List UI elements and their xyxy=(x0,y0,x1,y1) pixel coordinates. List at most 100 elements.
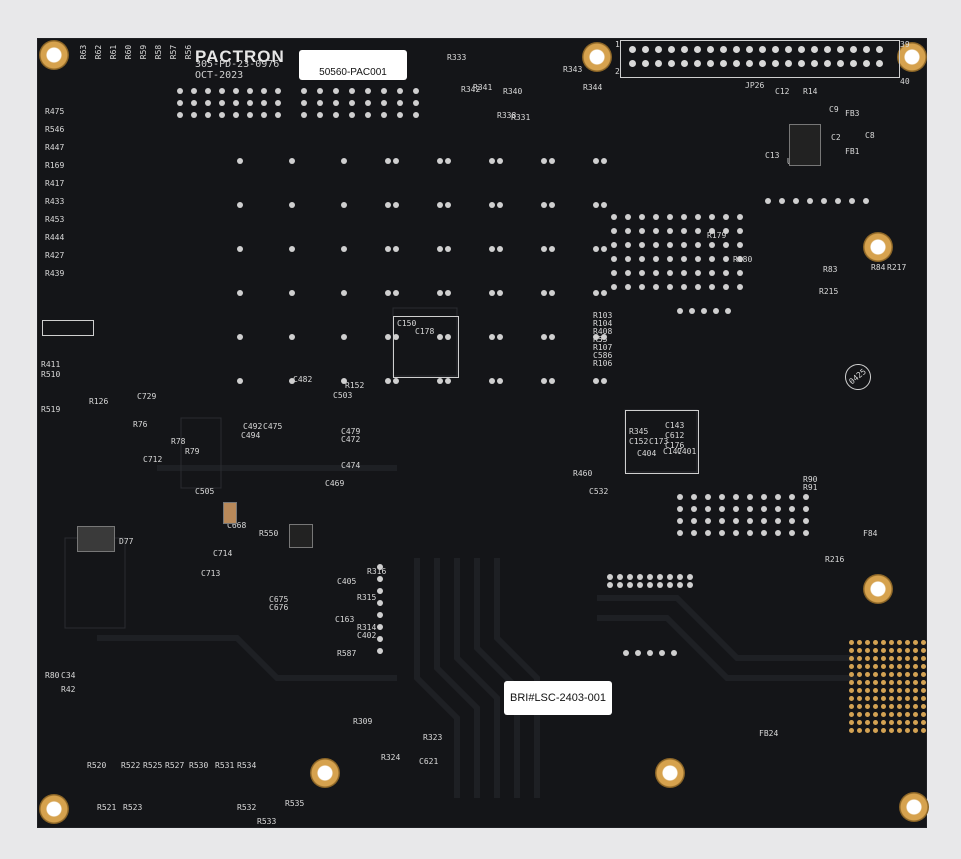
mounting-hole xyxy=(582,42,612,72)
silk-ref-label: R427 xyxy=(45,251,65,260)
silk-ref-label: R519 xyxy=(41,405,61,414)
via-pad xyxy=(219,112,225,118)
silk-ref-label: R324 xyxy=(381,753,401,762)
via-pad xyxy=(775,530,781,536)
via-pad xyxy=(659,650,665,656)
via-pad xyxy=(593,158,599,164)
via-pad xyxy=(289,246,295,252)
via-pad xyxy=(639,214,645,220)
via-pad xyxy=(381,88,387,94)
via-pad xyxy=(445,202,451,208)
silk-ref-label: R103 xyxy=(593,311,613,320)
via-pad xyxy=(611,270,617,276)
via-pad xyxy=(611,284,617,290)
ic-d77 xyxy=(77,526,115,552)
via-pad xyxy=(497,202,503,208)
gold-pad xyxy=(849,640,854,645)
gold-pad xyxy=(865,648,870,653)
via-pad xyxy=(709,228,715,234)
via-pad xyxy=(301,100,307,106)
silk-ref-label: R340 xyxy=(503,87,523,96)
silk-ref-label: R408 xyxy=(593,327,613,336)
gold-pad xyxy=(889,712,894,717)
silk-ref-label: C713 xyxy=(201,569,221,578)
gold-pad xyxy=(913,656,918,661)
via-pad xyxy=(709,214,715,220)
gold-pad xyxy=(921,640,926,645)
silk-ref-label: R475 xyxy=(45,107,65,116)
via-pad xyxy=(397,88,403,94)
silk-ref-label: C9 xyxy=(829,105,839,114)
connector-pin xyxy=(733,46,740,53)
silk-ref-label: R216 xyxy=(825,555,845,564)
via-pad xyxy=(689,308,695,314)
gold-pad xyxy=(921,688,926,693)
via-pad xyxy=(261,112,267,118)
via-pad xyxy=(793,198,799,204)
capacitor-c668 xyxy=(223,502,237,524)
silk-ref-label: C143 xyxy=(665,421,685,430)
silk-ref-label: R91 xyxy=(803,483,818,492)
silk-ref-label: R314 xyxy=(357,623,377,632)
silk-ref-label: C405 xyxy=(337,577,357,586)
gold-pad xyxy=(873,704,878,709)
via-pad xyxy=(393,334,399,340)
gold-pad xyxy=(921,664,926,669)
gold-pad xyxy=(857,712,862,717)
component-outline-center xyxy=(393,316,459,378)
via-pad xyxy=(385,290,391,296)
gold-pad xyxy=(889,728,894,733)
connector-pin-1-label: 1 xyxy=(615,40,620,49)
gold-pad xyxy=(905,680,910,685)
connector-pin xyxy=(837,60,844,67)
silk-ref-label: R83 xyxy=(823,265,838,274)
via-pad xyxy=(349,100,355,106)
gold-pad xyxy=(889,656,894,661)
via-pad xyxy=(381,112,387,118)
connector-pin xyxy=(863,60,870,67)
via-pad xyxy=(385,202,391,208)
via-pad xyxy=(723,228,729,234)
via-pad xyxy=(393,202,399,208)
gold-pad xyxy=(921,720,926,725)
silk-ref-label: R417 xyxy=(45,179,65,188)
via-pad xyxy=(437,290,443,296)
silk-ref-label: C482 xyxy=(293,375,313,384)
gold-pad xyxy=(897,688,902,693)
silk-ref-label: C712 xyxy=(143,455,163,464)
via-pad xyxy=(737,228,743,234)
connector-pin xyxy=(850,46,857,53)
via-pad xyxy=(807,198,813,204)
via-pad xyxy=(219,88,225,94)
via-pad xyxy=(625,256,631,262)
silk-ref-label: C586 xyxy=(593,351,613,360)
silk-ref-label: FB3 xyxy=(845,109,860,118)
gold-pad xyxy=(921,680,926,685)
via-pad xyxy=(191,112,197,118)
via-pad xyxy=(761,494,767,500)
via-pad xyxy=(445,246,451,252)
connector-pin xyxy=(746,60,753,67)
via-pad xyxy=(747,530,753,536)
via-pad xyxy=(747,506,753,512)
mounting-hole xyxy=(39,40,69,70)
via-pad xyxy=(233,100,239,106)
silk-ref-label: FB1 xyxy=(845,147,860,156)
gold-pad xyxy=(913,648,918,653)
via-pad xyxy=(377,648,383,654)
gold-pad xyxy=(913,728,918,733)
via-pad xyxy=(627,574,633,580)
via-pad xyxy=(365,100,371,106)
via-pad xyxy=(639,242,645,248)
header-connector xyxy=(620,40,900,78)
gold-pad xyxy=(897,656,902,661)
via-pad xyxy=(233,112,239,118)
via-pad xyxy=(677,308,683,314)
silk-ref-label: C729 xyxy=(137,392,157,401)
via-pad xyxy=(333,112,339,118)
via-pad xyxy=(541,290,547,296)
via-pad xyxy=(261,88,267,94)
mounting-hole xyxy=(863,574,893,604)
silk-ref-label: R525 xyxy=(143,761,163,770)
silk-ref-label: R530 xyxy=(189,761,209,770)
